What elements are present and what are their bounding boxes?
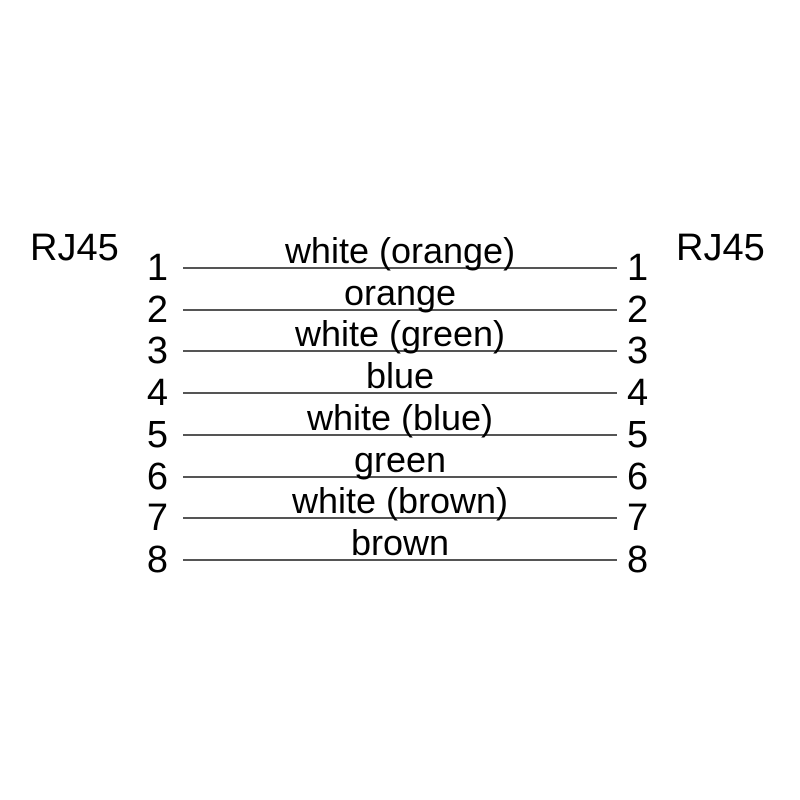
pin-number-right: 4 — [627, 372, 649, 414]
wire-color-label: brown — [350, 522, 450, 563]
wire-color-label: orange — [343, 272, 457, 313]
pin-number-left: 8 — [146, 539, 168, 581]
pin-number-right: 2 — [627, 289, 649, 331]
wire-color-label: white (blue) — [306, 397, 494, 438]
pin-number-right: 7 — [627, 497, 649, 539]
wire-line — [183, 309, 617, 311]
wire-color-label: white (brown) — [291, 480, 509, 521]
wire-line — [183, 559, 617, 561]
wire-color-label: blue — [365, 355, 435, 396]
wire-line — [183, 392, 617, 394]
wire-line — [183, 350, 617, 352]
wire-color-label: white (orange) — [284, 230, 516, 271]
wire-line — [183, 434, 617, 436]
connector-label-left: RJ45 — [30, 227, 119, 269]
wire-color-label: white (green) — [294, 313, 506, 354]
pin-number-right: 1 — [627, 247, 649, 289]
pin-number-left: 7 — [146, 497, 168, 539]
pin-number-right: 3 — [627, 330, 649, 372]
wire-line — [183, 267, 617, 269]
wire-color-label: green — [353, 439, 447, 480]
pin-number-left: 1 — [146, 247, 168, 289]
pin-number-left: 5 — [146, 414, 168, 456]
pin-number-left: 2 — [146, 289, 168, 331]
wire-line — [183, 517, 617, 519]
pin-number-left: 4 — [146, 372, 168, 414]
pin-number-left: 3 — [146, 330, 168, 372]
pin-number-right: 6 — [627, 456, 649, 498]
connector-label-right: RJ45 — [676, 227, 765, 269]
pin-number-right: 8 — [627, 539, 649, 581]
pin-number-left: 6 — [146, 456, 168, 498]
pin-number-right: 5 — [627, 414, 649, 456]
wire-line — [183, 476, 617, 478]
